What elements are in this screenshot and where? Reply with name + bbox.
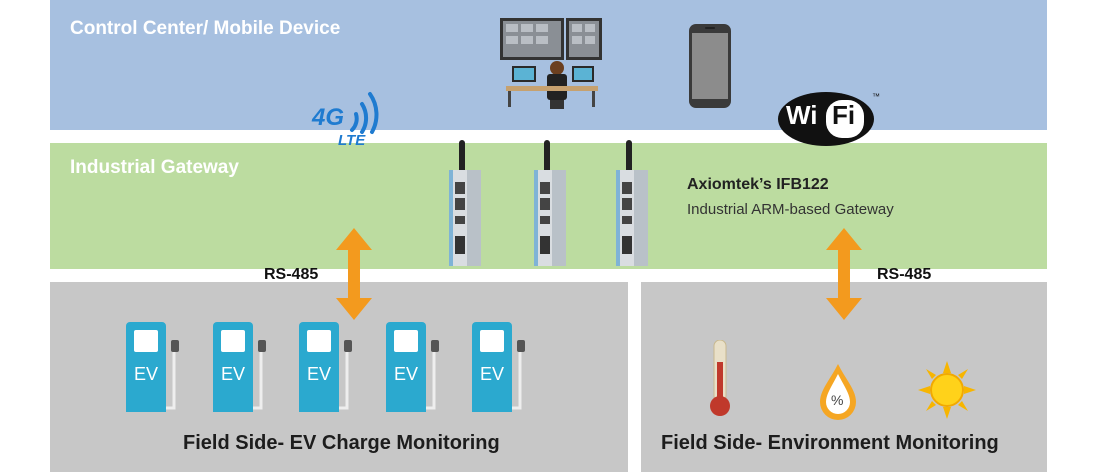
ev-charger-icon: EV: [126, 322, 186, 412]
ev-station-label: EV: [306, 364, 331, 384]
rs485-arrow-left: [336, 228, 372, 320]
ev-station-label: EV: [133, 364, 158, 384]
lte-text: LTE: [338, 132, 366, 149]
sun-icon: [918, 361, 976, 419]
rs485-label-right: RS-485: [877, 266, 932, 283]
wifi-fi-text: Fi: [832, 100, 856, 130]
gateway-product-description: Industrial ARM-based Gateway: [687, 201, 894, 218]
ev-station-label: EV: [220, 364, 245, 384]
gateway-product-name: Axiomtek’s IFB122: [687, 176, 829, 193]
rs485-label-left: RS-485: [264, 266, 319, 283]
lte-4g-text: 4G: [312, 104, 345, 131]
lte-signal-icon: [350, 92, 379, 134]
environment-section-title: Field Side- Environment Monitoring: [661, 432, 999, 454]
ev-section-title: Field Side- EV Charge Monitoring: [183, 432, 500, 454]
control-center-title: Control Center/ Mobile Device: [70, 18, 341, 39]
rs485-arrow-right: [826, 228, 862, 320]
ev-charger-icon: EV: [386, 322, 446, 412]
wifi-logo: Wi Fi ™: [776, 84, 886, 150]
ev-charger-icon: EV: [213, 322, 273, 412]
monitoring-desk-icon: [500, 18, 602, 109]
wifi-wi-text: Wi: [786, 100, 818, 130]
gateway-device-icon: [616, 140, 648, 266]
wifi-trademark: ™: [872, 92, 880, 101]
industrial-gateway-title: Industrial Gateway: [70, 157, 239, 178]
humidity-percent-text: %: [831, 392, 844, 408]
gateway-device-icon: [534, 140, 566, 266]
thermometer-icon: [710, 340, 730, 416]
gateway-device-icon: [449, 140, 481, 266]
humidity-drop-icon: %: [818, 362, 858, 422]
ev-station-label: EV: [393, 364, 418, 384]
ev-station-label: EV: [479, 364, 504, 384]
ev-charger-icon: EV: [299, 322, 359, 412]
wifi-ellipse-icon: [778, 92, 874, 146]
lte-badge: 4G LTE: [308, 88, 398, 154]
smartphone-icon: [689, 24, 731, 108]
ev-charger-icon: EV: [472, 322, 532, 412]
